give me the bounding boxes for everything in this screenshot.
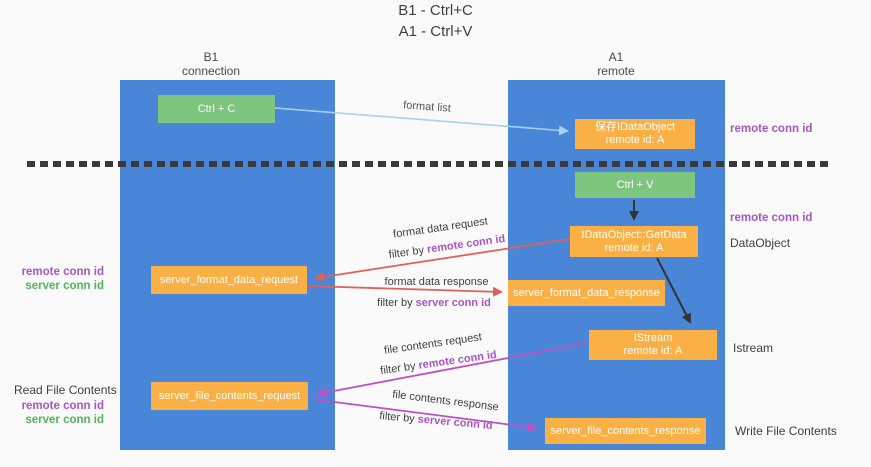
server-conn-id-ref: server conn id bbox=[415, 297, 491, 309]
istream-node: IStream remote id: A bbox=[589, 330, 717, 360]
format-list-arrow-label: format list bbox=[402, 99, 452, 115]
file-contents-response-filter-label: filter by server conn id bbox=[376, 410, 497, 432]
lane-a1-title: A1 bbox=[608, 50, 624, 64]
read-file-contents-annotation: Read File Contents bbox=[14, 383, 117, 397]
left-remote-conn-id-annotation-2: remote conn id bbox=[21, 400, 104, 412]
ctrl-c-node: Ctrl + C bbox=[158, 95, 275, 123]
lane-header-b1: B1 connection bbox=[111, 50, 311, 78]
lane-b1-subtitle: connection bbox=[181, 64, 241, 78]
file-contents-response-arrow-label: file contents response bbox=[391, 388, 500, 414]
server-conn-id-ref: server conn id bbox=[417, 413, 494, 432]
ctrl-c-label: Ctrl + C bbox=[197, 102, 236, 115]
save-idataobject-line1: 保存IDataObject bbox=[594, 121, 676, 133]
server-file-contents-request-label: server_file_contents_request bbox=[158, 389, 301, 402]
idataobject-getdata-line1: IDataObject::GetData bbox=[581, 228, 687, 241]
title-line-1: B1 - Ctrl+C bbox=[398, 2, 473, 19]
format-data-response-filter-label: filter by server conn id bbox=[374, 297, 494, 309]
save-idataobject-node: 保存IDataObject remote id: A bbox=[575, 119, 695, 149]
remote-conn-id-ref: remote conn id bbox=[417, 348, 498, 372]
filter-by-prefix: filter by bbox=[377, 297, 416, 309]
left-server-conn-id-annotation-1: server conn id bbox=[25, 280, 104, 292]
filter-by-prefix: filter by bbox=[378, 410, 419, 426]
server-format-data-request-label: server_format_data_request bbox=[159, 273, 299, 286]
right-remote-conn-id-annotation-2: remote conn id bbox=[730, 212, 813, 224]
filter-by-prefix: filter by bbox=[379, 359, 420, 378]
remote-conn-id-ref: remote conn id bbox=[426, 232, 506, 256]
filter-by-prefix: filter by bbox=[388, 243, 428, 262]
left-server-conn-id-annotation-2: server conn id bbox=[25, 414, 104, 426]
server-file-contents-response-node: server_file_contents_response bbox=[545, 418, 706, 444]
ctrl-v-node: Ctrl + V bbox=[575, 172, 695, 198]
istream-annotation: Istream bbox=[733, 341, 774, 355]
istream-line1: IStream bbox=[633, 332, 673, 344]
server-format-data-request-node: server_format_data_request bbox=[151, 266, 307, 294]
save-idataobject-line2: remote id: A bbox=[605, 134, 665, 146]
title-line-2: A1 - Ctrl+V bbox=[398, 23, 473, 40]
idataobject-getdata-line2: remote id: A bbox=[604, 241, 664, 254]
dataobject-annotation: DataObject bbox=[730, 236, 791, 250]
idataobject-getdata-node: IDataObject::GetData remote id: A bbox=[570, 226, 698, 257]
write-file-contents-annotation: Write File Contents bbox=[735, 424, 837, 438]
lane-header-a1: A1 remote bbox=[516, 50, 716, 78]
right-remote-conn-id-annotation-1: remote conn id bbox=[730, 123, 813, 135]
lane-b1-title: B1 bbox=[203, 50, 219, 64]
format-data-response-arrow-label: format data response bbox=[384, 276, 489, 288]
server-format-data-response-label: server_format_data_response bbox=[513, 286, 660, 299]
left-remote-conn-id-annotation-1: remote conn id bbox=[21, 266, 104, 278]
istream-line2: remote id: A bbox=[623, 345, 683, 357]
ctrl-v-label: Ctrl + V bbox=[616, 178, 654, 191]
server-format-data-response-node: server_format_data_response bbox=[508, 280, 665, 306]
diagram-title: B1 - Ctrl+C A1 - Ctrl+V bbox=[0, 0, 871, 42]
server-file-contents-response-label: server_file_contents_response bbox=[550, 424, 701, 437]
server-file-contents-request-node: server_file_contents_request bbox=[151, 382, 308, 410]
lane-a1-subtitle: remote bbox=[597, 64, 635, 78]
